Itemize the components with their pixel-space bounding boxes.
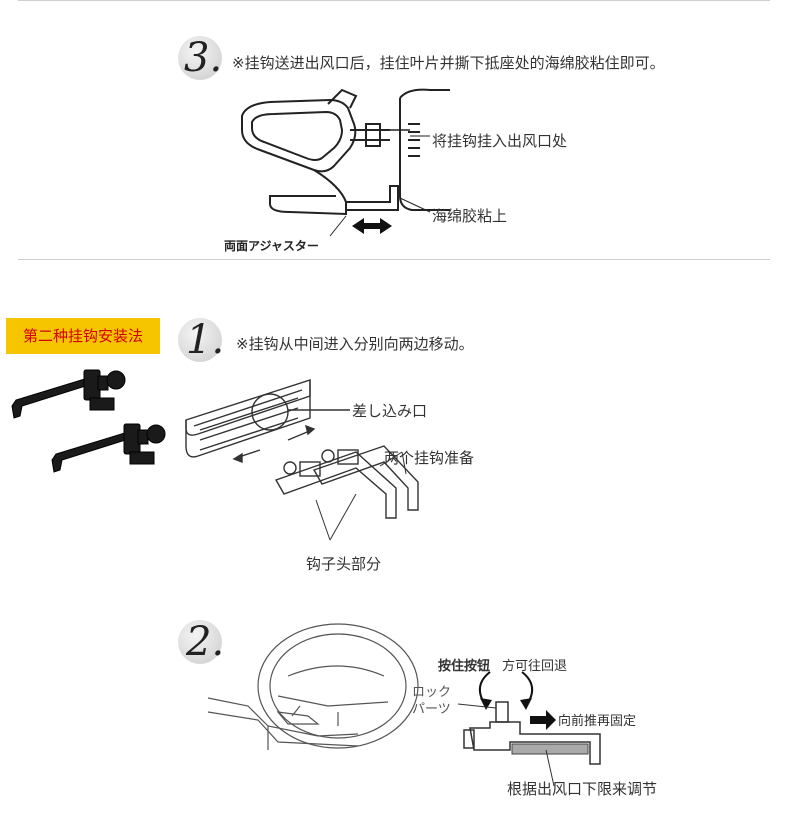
callout-sponge-glue: 海绵胶粘上 (432, 207, 508, 225)
step-1-badge (178, 318, 222, 362)
step-2-badge (178, 620, 222, 664)
step-3-number: 3. (184, 35, 223, 81)
callout-adjust-by-vent-bottom: 根据出风口下限来调节 (507, 780, 658, 798)
callout-two-hooks: 两个挂钩准备 (384, 449, 475, 467)
callout-hook-head: 钩子头部分 (306, 555, 382, 573)
callout-press-button: 按住按钮 (438, 659, 491, 674)
callout-retreat: 方可往回退 (502, 659, 568, 674)
callout-push-forward-fix: 向前推再固定 (558, 714, 637, 729)
step-2-number: 2. (186, 619, 225, 665)
step-3-illustration (241, 88, 450, 237)
section-divider (18, 259, 770, 260)
step-1-number: 1. (186, 317, 225, 363)
callout-lock-part-line2: パーツ (412, 702, 451, 717)
step-2-hook-illustration (457, 671, 601, 787)
step-1-illustration (185, 379, 419, 541)
callout-insertion-slot: 差し込み口 (352, 402, 428, 420)
step-2-car-illustration (207, 623, 419, 750)
hook-product-photo (11, 369, 166, 473)
callout-adjuster: 両面アジャスター (224, 239, 319, 253)
top-divider (18, 0, 770, 1)
method-2-label: 第二种挂钩安装法 (6, 318, 160, 354)
step-3-badge (178, 36, 222, 80)
step-3-instruction: ※挂钩送进出风口后，挂住叶片并撕下抵座处的海绵胶粘住即可。 (232, 54, 665, 72)
callout-lock-part-line1: ロック (412, 685, 452, 700)
callout-insert-vent: 将挂钩挂入出风口处 (432, 132, 568, 150)
step-1-instruction: ※挂钩从中间进入分别向两边移动。 (236, 335, 474, 353)
